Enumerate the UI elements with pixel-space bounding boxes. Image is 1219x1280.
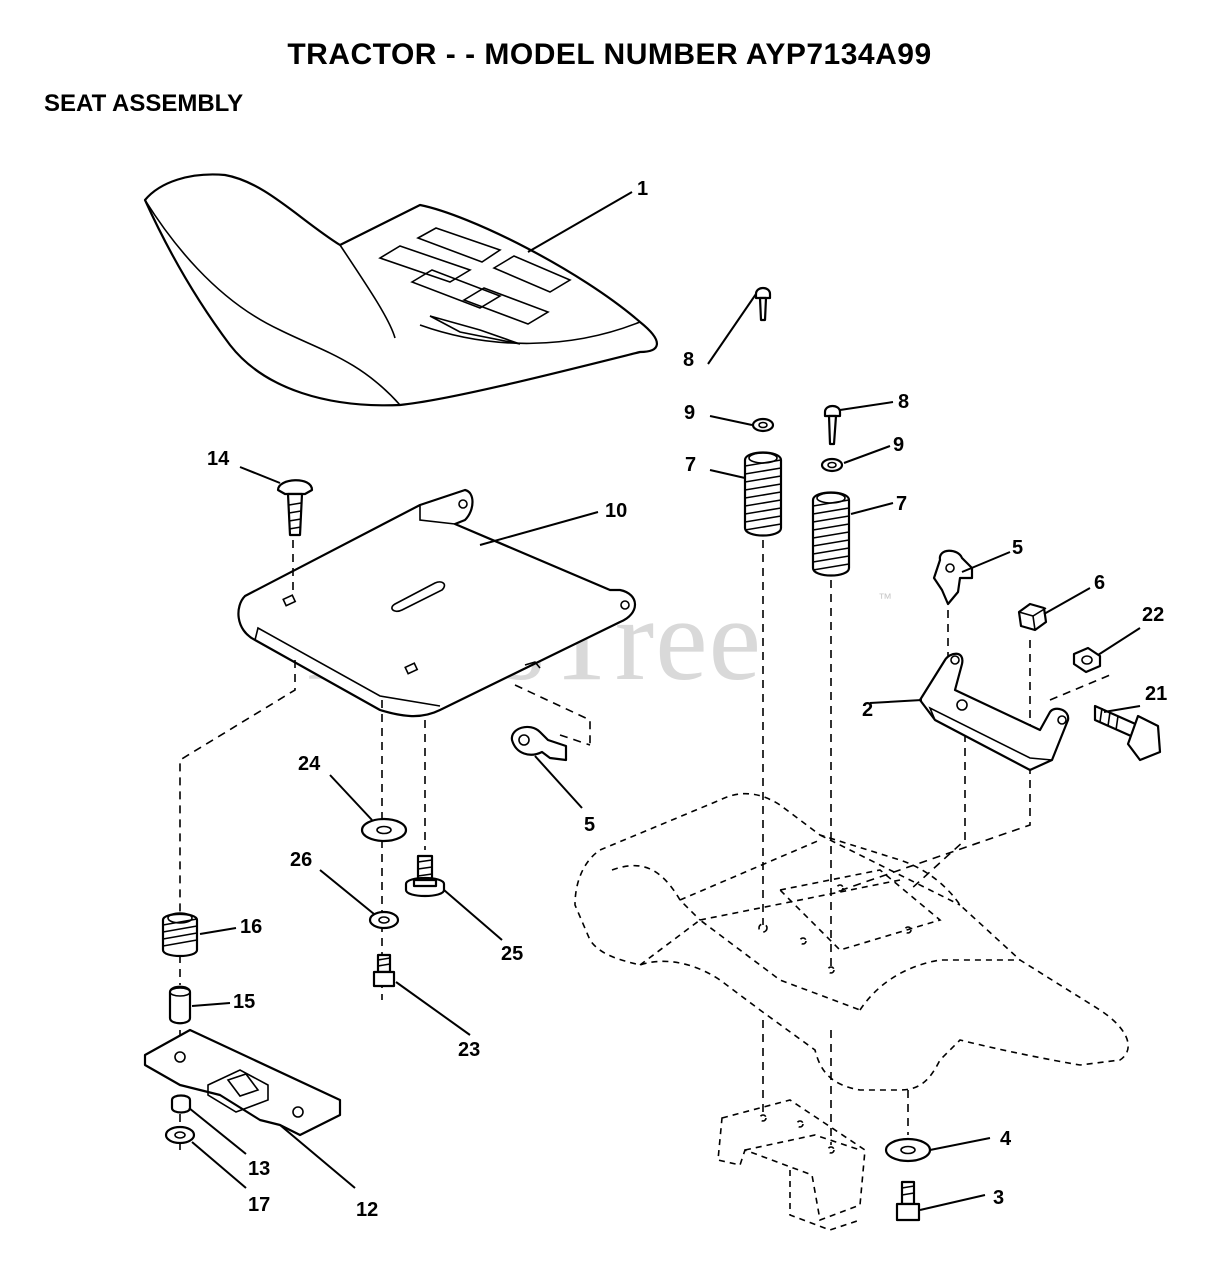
callout-5-left: 5 — [584, 814, 595, 836]
clip-5-right-part[interactable] — [932, 549, 974, 606]
callout-8-right: 8 — [898, 391, 909, 413]
callout-25: 25 — [501, 943, 523, 965]
bolt-25-part[interactable] — [404, 854, 446, 898]
nut-6-part[interactable] — [1017, 602, 1048, 632]
seat-part[interactable] — [143, 173, 658, 407]
callout-21: 21 — [1145, 683, 1167, 705]
nut-22-part[interactable] — [1072, 646, 1102, 674]
callout-1: 1 — [637, 178, 648, 200]
leader-lines — [188, 191, 1141, 1211]
page-title: TRACTOR - - MODEL NUMBER AYP7134A99 — [287, 38, 932, 71]
bolt-3-part[interactable] — [895, 1180, 921, 1222]
spring-7-left-part[interactable] — [743, 451, 783, 537]
clevis-pin-8-right-part[interactable] — [823, 404, 842, 446]
callout-12: 12 — [356, 1199, 378, 1221]
callout-17: 17 — [248, 1194, 270, 1216]
spring-16-part[interactable] — [161, 912, 199, 958]
callout-4: 4 — [1000, 1128, 1012, 1150]
spring-7-right-part[interactable] — [811, 491, 851, 577]
callout-6: 6 — [1094, 572, 1105, 594]
callout-7-right: 7 — [896, 493, 907, 515]
callout-15: 15 — [233, 991, 255, 1013]
seat-bracket-part[interactable] — [143, 1028, 342, 1137]
tractor-frame-reference — [574, 792, 1129, 1231]
section-title: SEAT ASSEMBLY — [44, 90, 244, 117]
callout-8-left: 8 — [683, 349, 694, 371]
washer-17-part[interactable] — [164, 1125, 196, 1145]
callout-7-left: 7 — [685, 454, 696, 476]
bolt-21-part[interactable] — [1093, 704, 1162, 762]
watermark-trademark: ™ — [878, 590, 892, 606]
washer-4-part[interactable] — [884, 1137, 932, 1163]
washer-24-part[interactable] — [360, 817, 408, 843]
callout-23: 23 — [458, 1039, 480, 1061]
callout-2: 2 — [862, 699, 873, 721]
callout-9-left: 9 — [684, 402, 695, 424]
callout-26: 26 — [290, 849, 312, 871]
callout-5-right: 5 — [1012, 537, 1023, 559]
callout-13: 13 — [248, 1158, 270, 1180]
callout-24: 24 — [298, 753, 321, 775]
callout-16: 16 — [240, 916, 262, 938]
clevis-pin-8-left-part[interactable] — [754, 286, 772, 322]
washer-9-left-part[interactable] — [751, 417, 775, 433]
clip-5-left-part[interactable] — [510, 725, 568, 762]
callout-9-right: 9 — [893, 434, 904, 456]
washer-26-part[interactable] — [368, 910, 400, 930]
nut-13-part[interactable] — [170, 1094, 192, 1114]
callout-3: 3 — [993, 1187, 1004, 1209]
callout-labels: 1 2 3 4 5 5 6 7 7 8 8 9 9 10 12 13 14 15… — [207, 178, 1167, 1221]
bolt-23-part[interactable] — [372, 953, 396, 988]
carriage-bolt-part[interactable] — [276, 479, 314, 537]
bushing-part[interactable] — [168, 985, 192, 1025]
callout-14: 14 — [207, 448, 230, 470]
callout-22: 22 — [1142, 604, 1164, 626]
seat-pan-part[interactable] — [237, 488, 637, 718]
washer-9-right-part[interactable] — [820, 457, 844, 473]
seat-mount-bracket-part[interactable] — [918, 652, 1070, 772]
callout-10: 10 — [605, 500, 627, 522]
